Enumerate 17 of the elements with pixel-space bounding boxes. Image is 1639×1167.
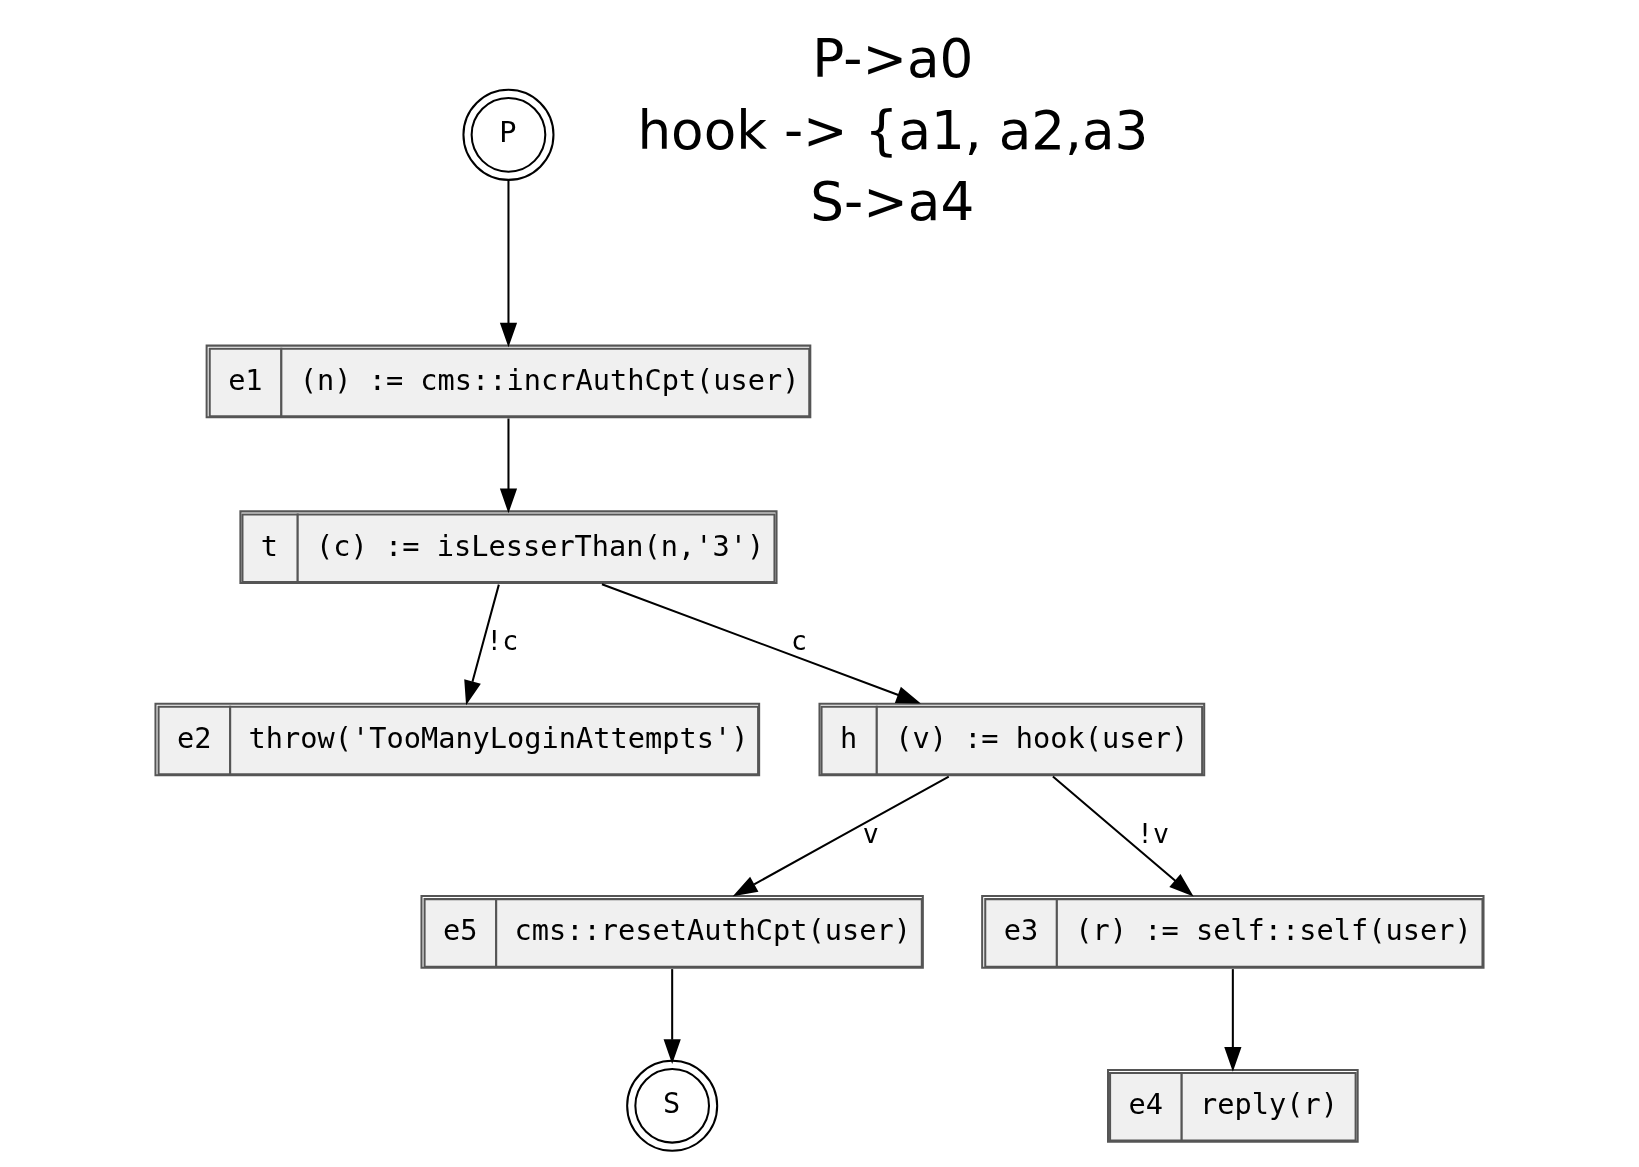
- arrow: [732, 775, 950, 896]
- arrow: [499, 418, 518, 513]
- node-circle: P: [462, 88, 555, 181]
- edge-label: !c: [486, 624, 519, 656]
- node-circle: S: [626, 1059, 719, 1152]
- edge-label: c: [791, 624, 808, 656]
- edge-label: v: [862, 817, 879, 849]
- label: S->a4: [810, 170, 975, 233]
- arrow: [1224, 968, 1242, 1072]
- label: hook -> {a1, a2,a3: [637, 99, 1149, 162]
- edge-label: !v: [1137, 817, 1170, 849]
- arrow: [601, 582, 921, 703]
- arrow: [663, 968, 681, 1064]
- label: P->a0: [812, 27, 974, 90]
- arrow: [1052, 775, 1194, 896]
- arrow: [499, 179, 518, 347]
- arrow: [464, 583, 500, 705]
